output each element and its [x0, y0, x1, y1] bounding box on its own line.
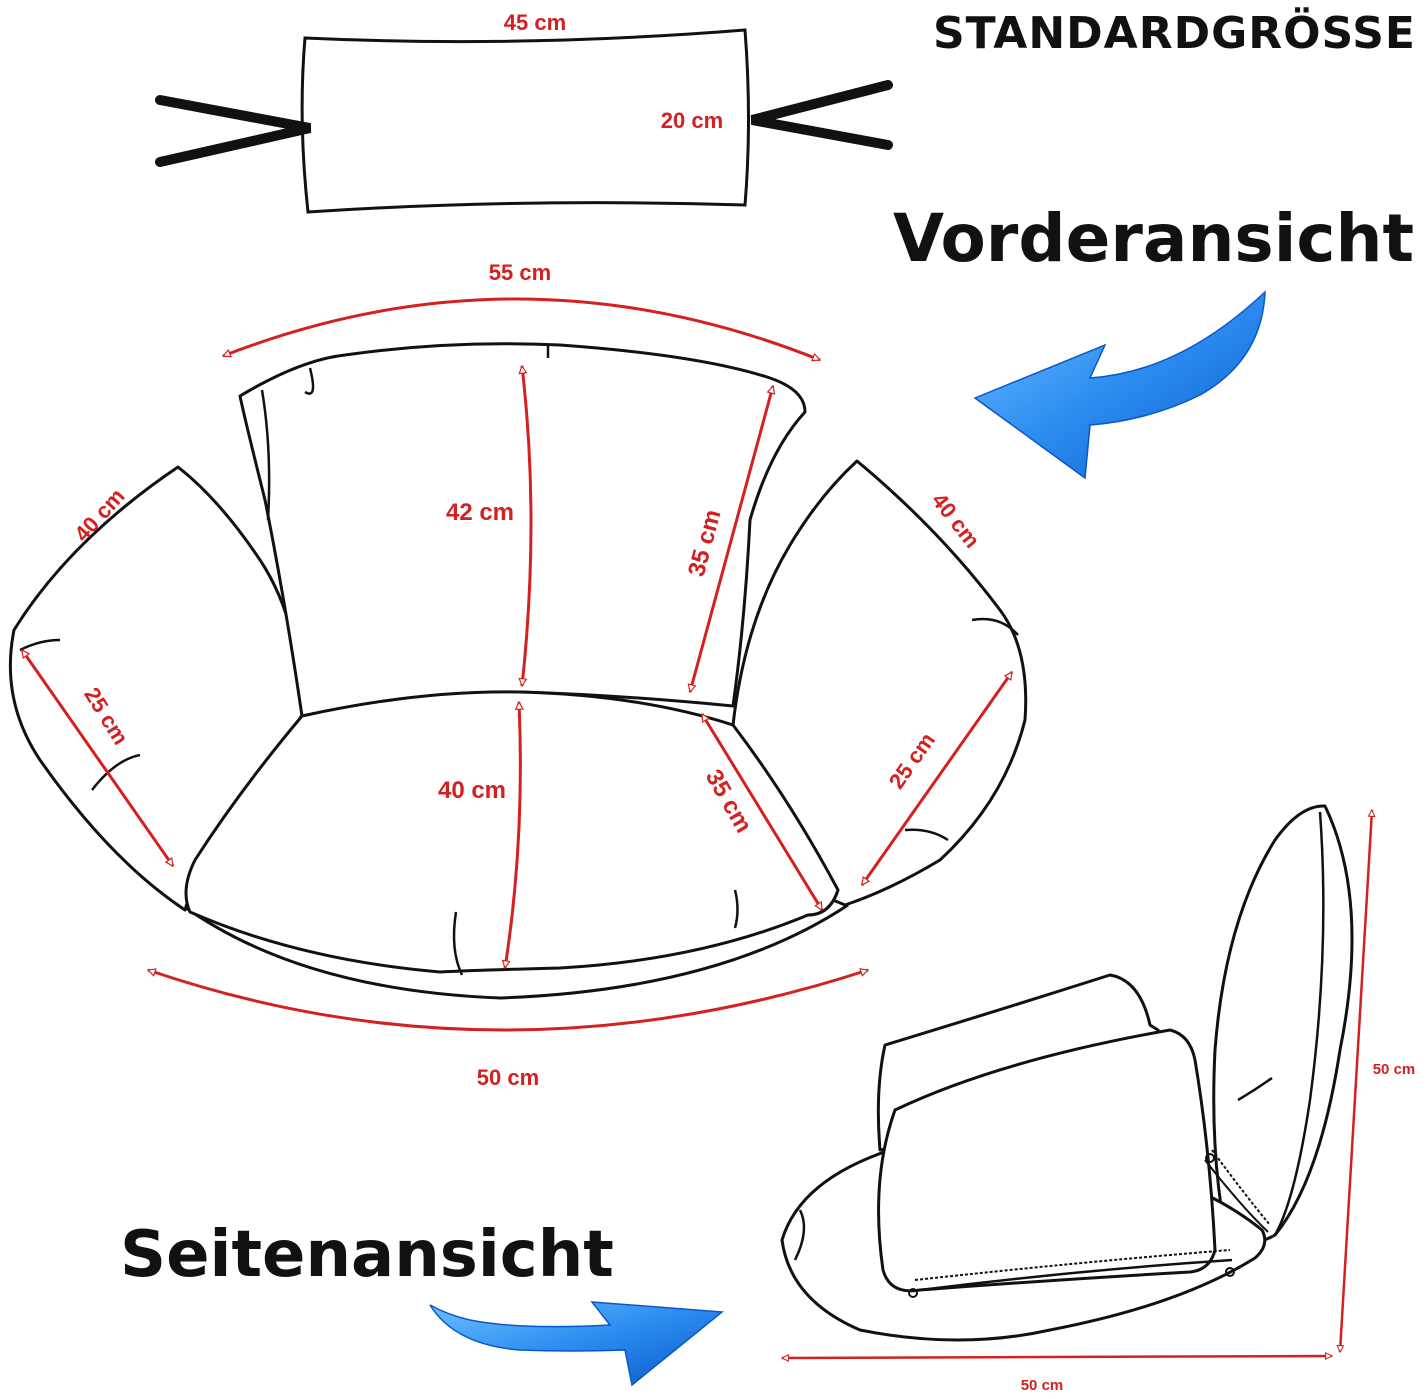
front-view-title: Vorderansicht	[892, 200, 1414, 277]
front-view-arrow	[973, 290, 1266, 480]
side-height-label: 50 cm	[1373, 1061, 1416, 1078]
front-dimension-lines	[20, 297, 1014, 1032]
back-top-width-label: 55 cm	[489, 260, 551, 285]
side-width-label: 50 cm	[1021, 1377, 1064, 1394]
neck-pillow	[155, 28, 893, 214]
pillow-height-label: 20 cm	[661, 108, 723, 133]
standard-size-title: STANDARDGRÖSSE	[932, 8, 1416, 59]
back-height-label: 42 cm	[446, 499, 514, 526]
pillow-width-label: 45 cm	[504, 10, 566, 35]
chair-cushion-side	[780, 804, 1354, 1342]
side-view-arrow	[429, 1301, 724, 1387]
seat-depth-label: 40 cm	[438, 777, 506, 804]
side-view-title: Seitenansicht	[120, 1218, 614, 1292]
chair-cushion-front	[8, 342, 1028, 1000]
side-dimension-lines	[782, 810, 1372, 1358]
bottom-width-label: 50 cm	[477, 1065, 539, 1090]
